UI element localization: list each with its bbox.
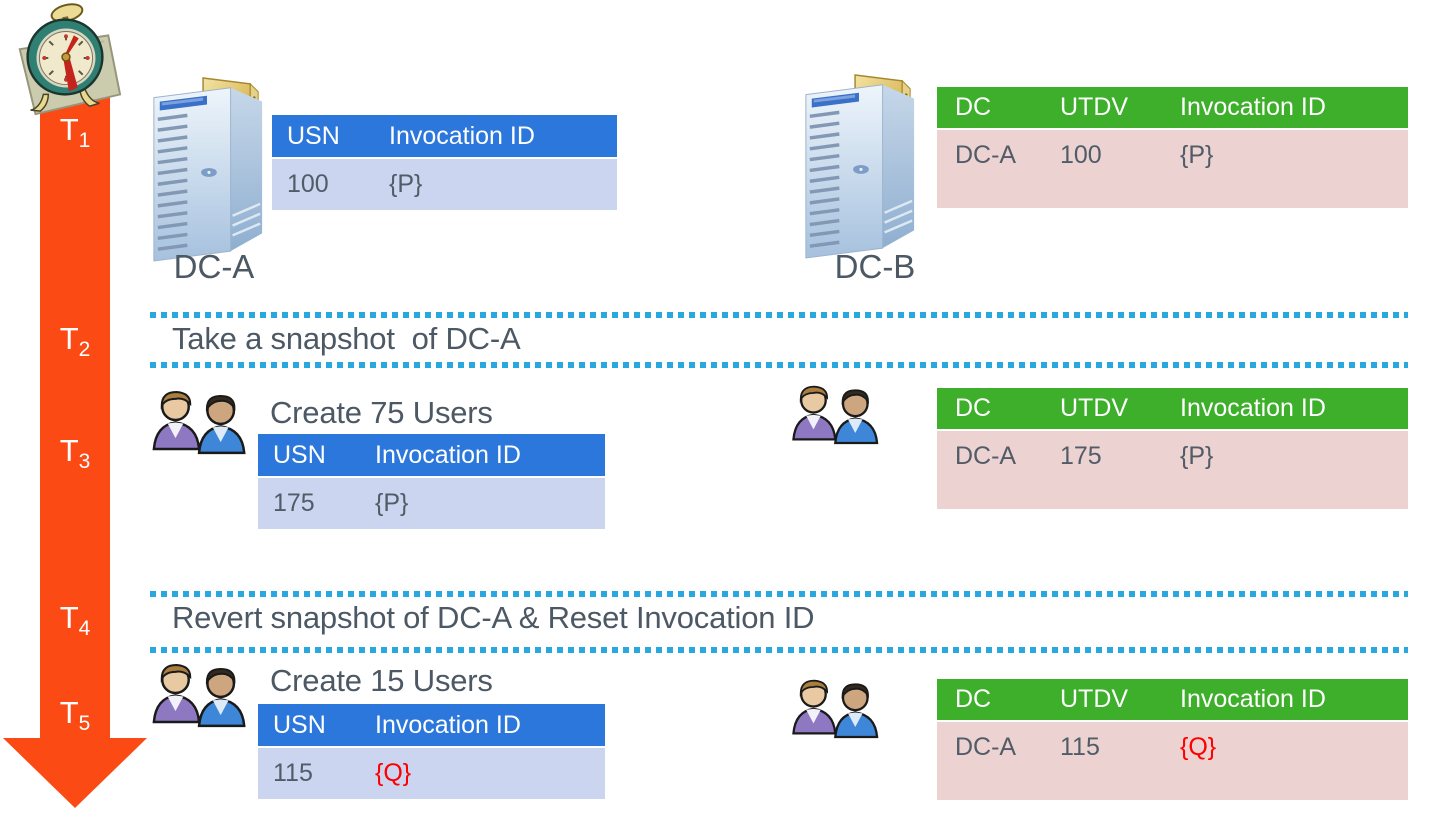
dotted-divider bbox=[150, 647, 1408, 653]
cell-utdv: 115 bbox=[1060, 733, 1100, 761]
col-header-dc: DC bbox=[955, 394, 992, 422]
cell-utdv: 100 bbox=[1060, 141, 1102, 169]
dc-a-label: DC-A bbox=[173, 248, 255, 285]
dotted-divider bbox=[150, 362, 1408, 368]
t3-heading: Create 75 Users bbox=[270, 395, 493, 430]
cell-invocation-id: {P} bbox=[389, 170, 423, 198]
users-icon bbox=[788, 675, 888, 739]
usn-table-t1: USN Invocation ID 100 {P} bbox=[272, 115, 617, 210]
dotted-divider bbox=[150, 591, 1408, 597]
col-header-invocation-id: Invocation ID bbox=[375, 710, 521, 739]
col-header-dc: DC bbox=[955, 685, 992, 713]
col-header-utdv: UTDV bbox=[1060, 93, 1129, 121]
cell-utdv: 175 bbox=[1060, 442, 1102, 470]
usn-table-t3-header: USN Invocation ID bbox=[258, 434, 605, 478]
utdv-table-t3: DC UTDV Invocation ID DC-A 175 {P} bbox=[937, 388, 1408, 509]
col-header-usn: USN bbox=[273, 440, 326, 469]
dotted-divider bbox=[150, 312, 1408, 318]
timeline-arrow-head bbox=[3, 738, 147, 808]
timeline-tick-t4: T4 bbox=[59, 600, 91, 641]
utdv-table-t3-row: DC-A 175 {P} bbox=[937, 431, 1408, 509]
utdv-table-t5: DC UTDV Invocation ID DC-A 115 {Q} bbox=[937, 679, 1408, 800]
utdv-table-t3-header: DC UTDV Invocation ID bbox=[937, 388, 1408, 431]
alarm-clock-icon bbox=[6, 0, 124, 118]
cell-usn: 100 bbox=[287, 170, 329, 198]
utdv-table-t1-header: DC UTDV Invocation ID bbox=[937, 87, 1408, 130]
cell-usn: 175 bbox=[273, 489, 315, 517]
usn-table-t1-header: USN Invocation ID bbox=[272, 115, 617, 159]
users-icon bbox=[148, 386, 256, 455]
server-icon-dc-b bbox=[798, 69, 920, 262]
usn-table-t1-row: 100 {P} bbox=[272, 159, 617, 210]
usn-table-t3-row: 175 {P} bbox=[258, 478, 605, 529]
usn-table-t5-row: 115 {Q} bbox=[258, 748, 605, 799]
utdv-table-t1: DC UTDV Invocation ID DC-A 100 {P} bbox=[937, 87, 1408, 208]
timeline-tick-t2: T2 bbox=[59, 321, 91, 362]
col-header-usn: USN bbox=[273, 710, 326, 739]
col-header-invocation-id: Invocation ID bbox=[1180, 394, 1326, 422]
col-header-utdv: UTDV bbox=[1060, 685, 1129, 713]
cell-dc: DC-A bbox=[955, 733, 1017, 761]
users-icon bbox=[148, 659, 256, 728]
utdv-table-t1-row: DC-A 100 {P} bbox=[937, 130, 1408, 208]
users-icon bbox=[788, 381, 888, 445]
t4-caption: Revert snapshot of DC-A & Reset Invocati… bbox=[172, 600, 815, 635]
timeline-tick-t1: T1 bbox=[59, 112, 91, 153]
server-icon-dc-a bbox=[146, 72, 268, 265]
usn-table-t5-header: USN Invocation ID bbox=[258, 704, 605, 748]
cell-dc: DC-A bbox=[955, 141, 1017, 169]
t5-heading: Create 15 Users bbox=[270, 663, 493, 698]
cell-invocation-id: {P} bbox=[375, 489, 409, 517]
col-header-usn: USN bbox=[287, 121, 340, 150]
col-header-invocation-id: Invocation ID bbox=[1180, 685, 1326, 713]
cell-invocation-id: {Q} bbox=[1180, 733, 1217, 761]
dc-b-label: DC-B bbox=[834, 248, 916, 285]
col-header-utdv: UTDV bbox=[1060, 394, 1129, 422]
usn-table-t5: USN Invocation ID 115 {Q} bbox=[258, 704, 605, 799]
timeline-tick-t3: T3 bbox=[59, 433, 91, 474]
t2-caption: Take a snapshot of DC-A bbox=[172, 321, 521, 356]
utdv-table-t5-row: DC-A 115 {Q} bbox=[937, 722, 1408, 800]
cell-invocation-id: {P} bbox=[1180, 141, 1214, 169]
col-header-dc: DC bbox=[955, 93, 992, 121]
col-header-invocation-id: Invocation ID bbox=[375, 440, 521, 469]
col-header-invocation-id: Invocation ID bbox=[389, 121, 535, 150]
timeline-tick-t5: T5 bbox=[59, 695, 91, 736]
cell-dc: DC-A bbox=[955, 442, 1017, 470]
cell-invocation-id: {P} bbox=[1180, 442, 1214, 470]
usn-table-t3: USN Invocation ID 175 {P} bbox=[258, 434, 605, 529]
cell-invocation-id: {Q} bbox=[375, 759, 412, 787]
col-header-invocation-id: Invocation ID bbox=[1180, 93, 1326, 121]
utdv-table-t5-header: DC UTDV Invocation ID bbox=[937, 679, 1408, 722]
cell-usn: 115 bbox=[273, 759, 313, 787]
timeline-arrow-bar bbox=[40, 96, 110, 740]
